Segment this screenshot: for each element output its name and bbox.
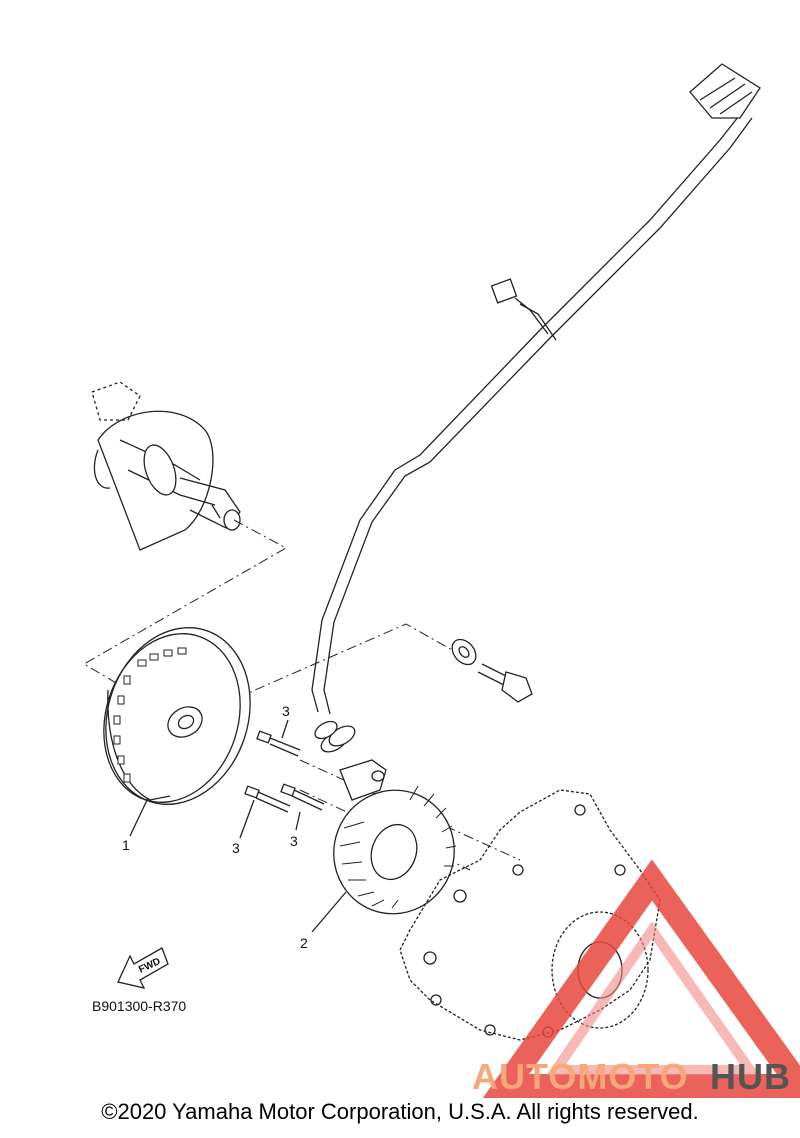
- flywheel-rotor: [103, 627, 251, 805]
- watermark-hub: HUB: [710, 1056, 791, 1097]
- svg-text:3: 3: [232, 840, 240, 856]
- svg-text:2: 2: [300, 935, 308, 951]
- stator-coil: [333, 759, 457, 915]
- crankshaft: [91, 381, 241, 551]
- stator-bolt-right: [280, 783, 325, 811]
- callout-3-left: 3: [232, 799, 255, 856]
- stator-bolt-upper: [256, 730, 301, 757]
- wire-grommet: [314, 720, 356, 753]
- automotohub-watermark: AUTOMOTO HUB: [472, 859, 800, 1098]
- diagram-code: B901300-R370: [92, 998, 186, 1014]
- svg-text:3: 3: [290, 833, 298, 849]
- main-connector: [689, 63, 761, 119]
- callout-3-upper: 3: [281, 703, 290, 739]
- small-connector: [490, 278, 518, 304]
- copyright-notice: ©2020 Yamaha Motor Corporation, U.S.A. A…: [101, 1099, 699, 1124]
- bolt-and-washer: [451, 638, 533, 703]
- svg-text:1: 1: [122, 837, 130, 853]
- fwd-arrow-icon: FWD: [117, 947, 169, 989]
- callout-3-right: 3: [290, 811, 301, 849]
- callout-2: 2: [300, 891, 347, 951]
- svg-text:3: 3: [282, 703, 290, 719]
- stator-bolt-left: [244, 785, 291, 813]
- callout-1: 1: [122, 797, 149, 853]
- wiring-harness: [311, 63, 761, 753]
- watermark-auto: AUTOMOTO: [472, 1056, 689, 1097]
